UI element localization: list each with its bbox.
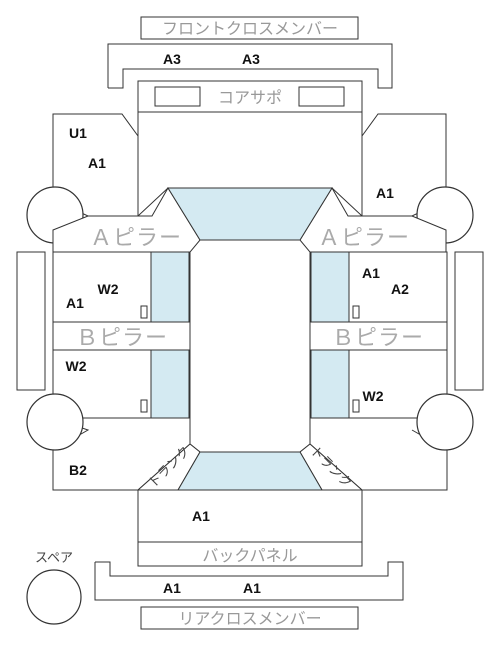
front-door-left-handle bbox=[140, 305, 148, 319]
trunk-lid[interactable] bbox=[137, 489, 363, 543]
core-support-left-slot bbox=[154, 86, 201, 107]
rear-left-code-b: B2 bbox=[69, 462, 87, 478]
front-door-right-handle bbox=[352, 305, 360, 319]
rear-door-left-handle bbox=[140, 399, 148, 413]
front-door-left-window bbox=[150, 251, 190, 323]
front-cross-code-right: A3 bbox=[242, 51, 260, 67]
a-pillar-right[interactable]: Ａピラー bbox=[299, 187, 447, 253]
rear-cross-code-left: A1 bbox=[163, 580, 181, 596]
front-cross-member-box bbox=[140, 16, 359, 40]
front-cross-member-bracket bbox=[107, 43, 393, 89]
rear-left-wheel[interactable] bbox=[26, 393, 84, 451]
trunk-code-a: A1 bbox=[192, 508, 210, 524]
rear-door-left-code-w: W2 bbox=[66, 358, 87, 374]
b-pillar-left-label: Ｂピラー bbox=[76, 326, 168, 351]
rear-quarter-left[interactable] bbox=[52, 417, 191, 491]
b-pillar-left-shape bbox=[52, 321, 191, 351]
rear-door-right-code-w: W2 bbox=[363, 388, 384, 404]
front-cross-member[interactable]: フロントクロスメンバー A3 A3 bbox=[107, 16, 393, 89]
right-side-step[interactable] bbox=[454, 251, 484, 391]
front-left-code-u: U1 bbox=[69, 125, 87, 141]
roof-panel[interactable] bbox=[189, 239, 311, 453]
core-support-right-slot bbox=[298, 86, 345, 107]
rear-cross-member-box bbox=[140, 606, 359, 630]
rear-cross-member[interactable]: A1 A1 リアクロスメンバー bbox=[94, 561, 404, 630]
back-panel-box bbox=[137, 541, 363, 567]
front-cross-code-left: A3 bbox=[163, 51, 181, 67]
rear-cross-member-label: リアクロスメンバー bbox=[178, 609, 321, 628]
front-door-right-code-a1: A1 bbox=[362, 265, 380, 281]
rear-window[interactable] bbox=[177, 451, 323, 491]
core-support-label: コアサポ bbox=[218, 88, 282, 107]
front-cross-member-label: フロントクロスメンバー bbox=[162, 19, 338, 38]
rear-right-wheel[interactable] bbox=[416, 393, 474, 451]
core-support[interactable]: コアサポ bbox=[137, 80, 363, 113]
spare-tire[interactable] bbox=[26, 569, 82, 625]
a-pillar-left-label: Ａピラー bbox=[90, 226, 182, 251]
b-pillar-right[interactable]: Ｂピラー bbox=[309, 321, 448, 351]
front-door-right-window bbox=[310, 251, 350, 323]
front-right-code-a: A1 bbox=[376, 185, 394, 201]
front-left-code-a: A1 bbox=[88, 155, 106, 171]
front-door-left-code-a: A1 bbox=[66, 295, 84, 311]
front-door-right-code-a2: A2 bbox=[391, 281, 409, 297]
a-pillar-right-label: Ａピラー bbox=[318, 226, 410, 251]
rear-cross-member-bracket bbox=[94, 561, 404, 601]
spare-label: スペア bbox=[35, 551, 73, 566]
front-door-left-code-w: W2 bbox=[98, 281, 119, 297]
a-pillar-left[interactable]: Ａピラー bbox=[52, 187, 201, 253]
rear-cross-code-right: A1 bbox=[243, 580, 261, 596]
b-pillar-left[interactable]: Ｂピラー bbox=[52, 321, 191, 351]
back-panel[interactable]: バックパネル bbox=[137, 541, 363, 567]
rear-door-right-window bbox=[310, 349, 350, 419]
b-pillar-right-label: Ｂピラー bbox=[332, 326, 424, 351]
back-panel-label: バックパネル bbox=[202, 546, 297, 565]
rear-door-left-window bbox=[150, 349, 190, 419]
rear-door-right-handle bbox=[352, 399, 360, 413]
left-side-step[interactable] bbox=[16, 251, 46, 391]
